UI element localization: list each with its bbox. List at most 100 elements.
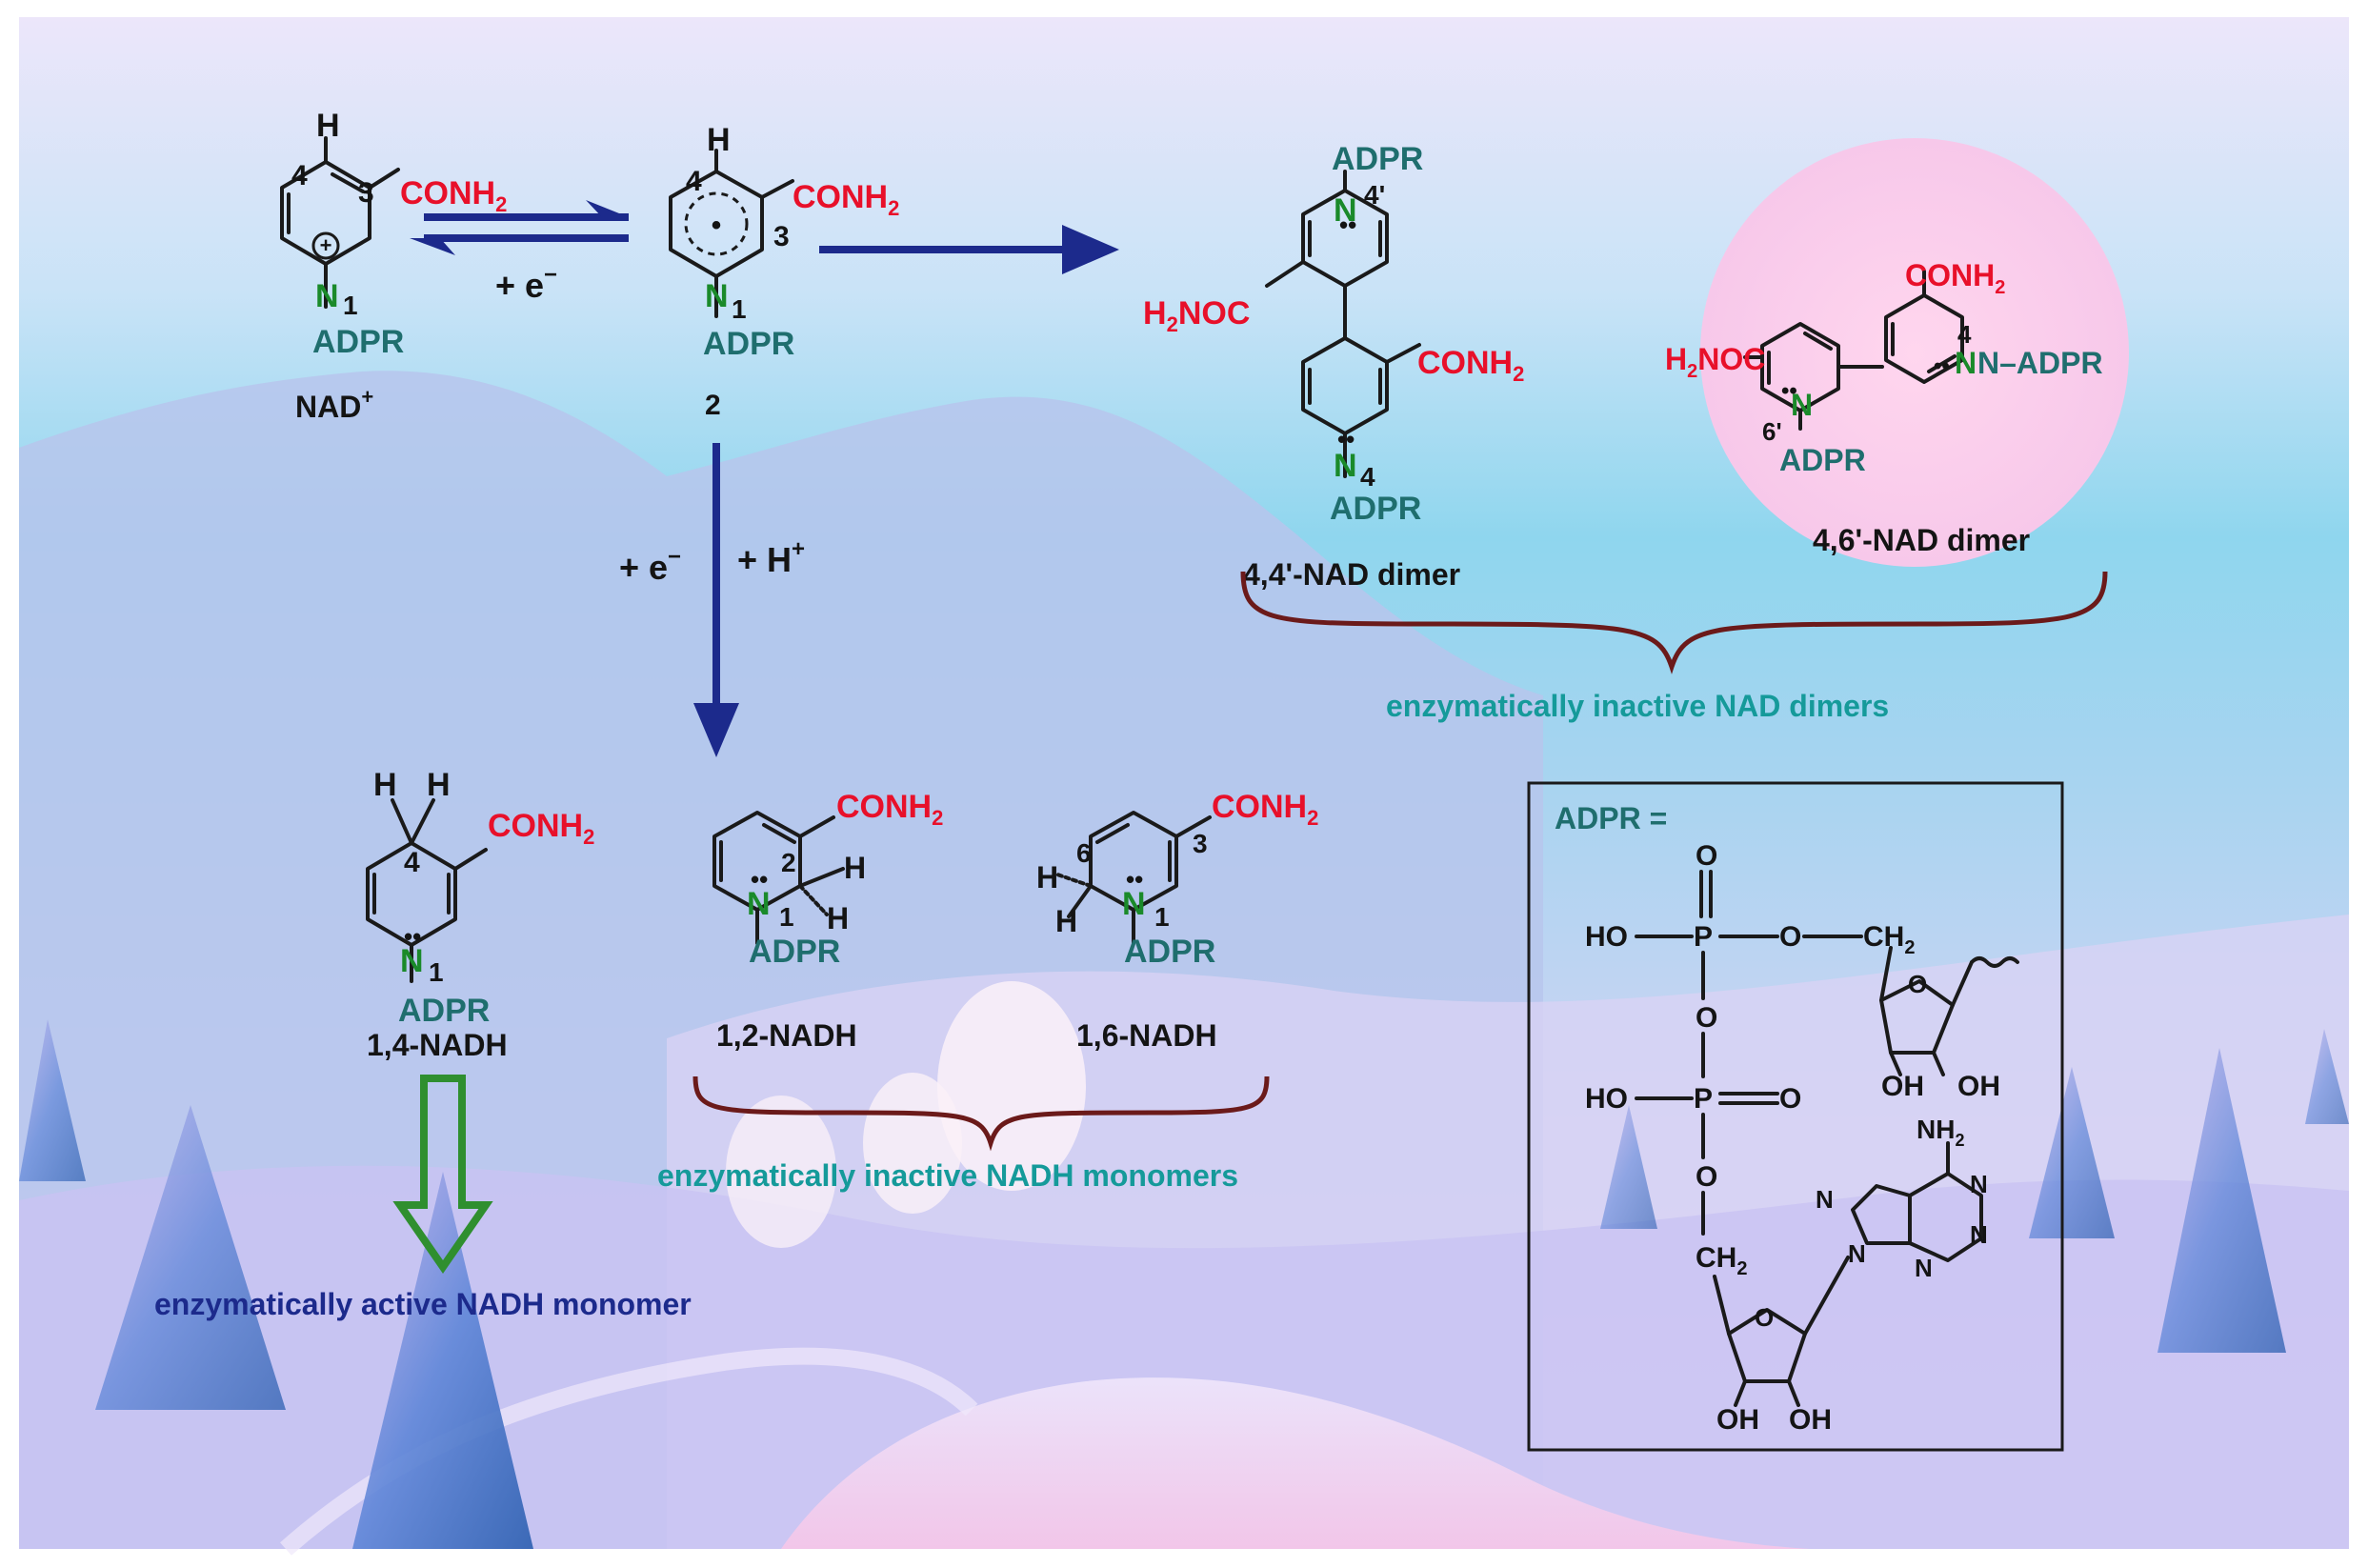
carboxamide-label: CONH2 <box>1212 789 1318 830</box>
amino-label: NH2 <box>1916 1115 1964 1150</box>
carboxamide-label: CONH2 <box>1417 345 1524 386</box>
nitrogen-atom: N <box>1970 1170 1988 1198</box>
h-atom: H <box>707 122 731 158</box>
hydroxyl-label: OH <box>1881 1071 1924 1102</box>
position-number: 1 <box>1154 902 1170 932</box>
h-atom: H <box>316 108 340 144</box>
hydroxyl-label: HO <box>1585 1083 1628 1115</box>
oxygen-atom: O <box>1696 1161 1717 1193</box>
species-label-nadh12: 1,2-NADH <box>716 1018 857 1053</box>
methylene-label: CH2 <box>1696 1242 1747 1279</box>
carboxamide-label: CONH2 <box>400 175 507 216</box>
radical-dot: • <box>712 210 722 241</box>
dimer-44-structure: ADPR N •• 4' H2NOC CONH2 N •• 4 ADPR 4,4… <box>1143 141 1524 592</box>
phosphorus-atom: P <box>1694 1083 1713 1115</box>
hydroxyl-label: OH <box>1716 1404 1759 1436</box>
nitrogen-atom: N <box>1848 1239 1866 1268</box>
carboxamide-label: CONH2 <box>793 179 899 220</box>
carboxamide-label-reversed: H2NOC <box>1143 295 1250 336</box>
electron-reagent: + e− <box>495 262 557 305</box>
species-label-nadh14: 1,4-NADH <box>367 1028 508 1062</box>
ring-oxygen: O <box>1908 970 1927 998</box>
position-number: 6 <box>1076 838 1092 868</box>
caption-inactive-dimers: enzymatically inactive NAD dimers <box>1386 689 1889 723</box>
position-number: 4 <box>686 166 702 197</box>
lone-pair: •• <box>1339 211 1356 239</box>
adpr-box-title: ADPR = <box>1555 801 1667 835</box>
position-number: 4 <box>404 847 420 878</box>
oxygen-atom: O <box>1779 1083 1801 1115</box>
nadh-12-structure: 2 H H CONH2 N •• 1 ADPR 1,2-NADH <box>712 789 943 1053</box>
nitrogen-atom: N <box>1334 192 1357 229</box>
nitrogen-atom: N <box>1955 346 1977 380</box>
h-atom: H <box>844 851 866 885</box>
arrow-to-dimers <box>819 225 1119 274</box>
species-label-dimer46: 4,6'-NAD dimer <box>1813 523 2030 557</box>
position-number: 3 <box>773 221 790 252</box>
caption-inactive-monomers: enzymatically inactive NADH monomers <box>657 1158 1238 1193</box>
background-scenery <box>19 17 2349 1556</box>
nitrogen-atom: N <box>315 278 339 314</box>
adpr-definition-box: ADPR = O HO P O CH2 O HO P O O CH2 O OH <box>1527 781 2064 1452</box>
position-number: 4 <box>1360 462 1375 492</box>
nitrogen-atom: N <box>1970 1220 1988 1249</box>
nitrogen-atom: N <box>1334 448 1357 484</box>
hydroxyl-label: OH <box>1957 1071 2000 1102</box>
adpr-label: ADPR <box>703 326 794 362</box>
position-number: 4 <box>1957 320 1972 349</box>
electron-reagent: + e− <box>619 544 681 587</box>
h-atom: H <box>1036 860 1058 895</box>
hydroxyl-label: HO <box>1585 921 1628 953</box>
position-number: 1 <box>779 902 794 932</box>
species-label-radical: 2 <box>705 390 721 421</box>
monomer-brace: enzymatically inactive NADH monomers <box>657 1075 1270 1193</box>
active-hollow-arrow <box>392 1075 493 1275</box>
methylene-label: CH2 <box>1863 921 1915 958</box>
position-number: 1 <box>429 957 444 987</box>
nadh-16-structure: 6 H H 3 CONH2 N •• 1 ADPR 1,6-NADH <box>1036 789 1318 1053</box>
position-number: 1 <box>343 291 358 320</box>
lone-pair: •• <box>1781 378 1797 404</box>
adpr-label: N–ADPR <box>1977 346 2103 380</box>
adpr-label: ADPR <box>398 993 490 1029</box>
h-atom: H <box>427 767 451 803</box>
species-label-nadh16: 1,6-NADH <box>1076 1018 1217 1053</box>
position-number: 2 <box>781 848 796 877</box>
nitrogen-atom: N <box>1816 1185 1834 1214</box>
adpr-label: ADPR <box>1330 491 1421 527</box>
ring-oxygen: O <box>1755 1303 1774 1332</box>
nitrogen-atom: N <box>1791 388 1813 422</box>
position-number: 4' <box>1364 180 1385 210</box>
position-number: 3 <box>1193 829 1208 858</box>
adpr-label: ADPR <box>749 934 840 970</box>
lone-pair: •• <box>1126 865 1143 894</box>
oxygen-atom: O <box>1779 921 1801 953</box>
adpr-label: ADPR <box>312 324 404 360</box>
position-number: 1 <box>732 294 747 324</box>
nitrogen-atom: N <box>1915 1254 1933 1282</box>
position-number: 3 <box>358 177 374 209</box>
lone-pair: •• <box>1934 353 1950 379</box>
oxygen-atom: O <box>1696 840 1717 872</box>
nitrogen-atom: N <box>400 943 424 979</box>
oxygen-atom: O <box>1696 1002 1717 1034</box>
nad-plus-structure: + H 4 3 CONH2 N 1 ADPR NAD+ <box>280 108 507 424</box>
nitrogen-atom: N <box>747 886 771 922</box>
positive-charge: + <box>320 233 332 257</box>
carboxamide-label: CONH2 <box>1905 258 2005 298</box>
nadh-14-structure: H H 4 CONH2 N •• 1 ADPR 1,4-NADH <box>366 767 594 1062</box>
lone-pair: •• <box>751 865 768 894</box>
position-number: 6' <box>1762 417 1782 446</box>
h-atom: H <box>373 767 397 803</box>
adpr-label: ADPR <box>1124 934 1215 970</box>
proton-reagent: + H+ <box>737 536 805 579</box>
h-atom: H <box>827 901 849 935</box>
h-atom: H <box>1055 904 1077 938</box>
species-label-dimer44: 4,4'-NAD dimer <box>1243 557 1460 592</box>
nitrogen-atom: N <box>705 278 729 314</box>
nitrogen-atom: N <box>1122 886 1146 922</box>
dimer-46-structure: CONH2 H2NOC N •• 6' ADPR N •• 4 N–ADPR 4… <box>1665 258 2103 557</box>
caption-active-monomer: enzymatically active NADH monomer <box>154 1287 692 1321</box>
species-label-nad: NAD+ <box>295 385 373 424</box>
